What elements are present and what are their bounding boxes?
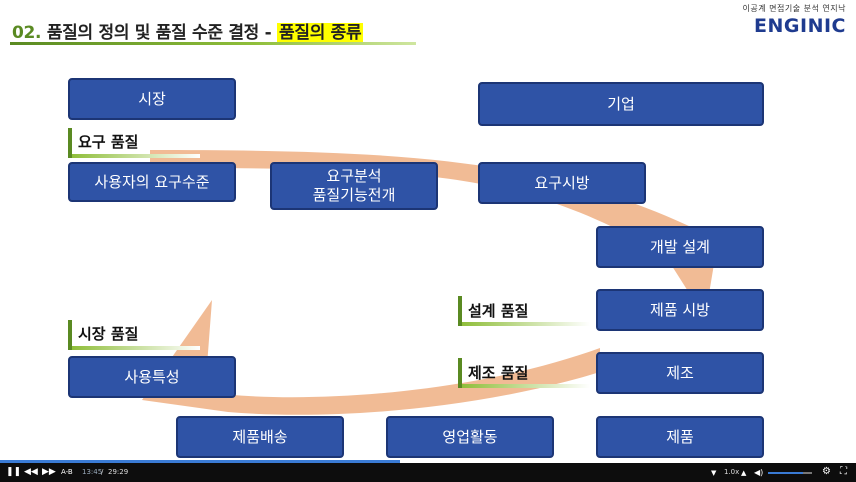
label-required-quality: 요구 품질 <box>78 133 139 151</box>
video-progress-bar[interactable] <box>0 460 400 463</box>
req-analysis-line1: 요구분석 <box>326 167 382 185</box>
logo: 이공계 면접기술 분석 연지낙 ENGINIC <box>743 3 846 37</box>
manufacturing-quality-underline <box>462 384 590 388</box>
speed-down-icon[interactable]: ▼ <box>711 469 717 477</box>
speed-up-icon[interactable]: ▲ <box>741 469 747 477</box>
market-quality-bar <box>68 320 72 350</box>
box-market: 시장 <box>68 78 236 120</box>
fast-forward-icon[interactable]: ▶▶ <box>42 467 56 477</box>
label-manufacturing-quality: 제조 품질 <box>468 364 529 382</box>
box-company: 기업 <box>478 82 764 126</box>
logo-brand: ENGINIC <box>754 15 846 37</box>
slide-title: 02. 품질의 정의 및 품질 수준 결정 - 품질의 종류 <box>12 18 364 43</box>
box-product-delivery: 제품배송 <box>176 416 344 458</box>
time-separator: / <box>101 468 104 476</box>
label-design-quality: 설계 품질 <box>468 302 529 320</box>
box-requirement-spec: 요구시방 <box>478 162 646 204</box>
req-analysis-line2: 품질기능전개 <box>312 186 396 204</box>
playback-speed[interactable]: 1.0x <box>724 468 740 476</box>
box-development-design: 개발 설계 <box>596 226 764 268</box>
logo-tagline: 이공계 면접기술 분석 연지낙 <box>742 4 846 13</box>
box-sales-activity: 영업활동 <box>386 416 554 458</box>
required-quality-bar <box>68 128 72 158</box>
box-product: 제품 <box>596 416 764 458</box>
ab-repeat-button[interactable]: A-B <box>61 468 73 476</box>
manufacturing-quality-bar <box>458 358 462 388</box>
required-quality-underline <box>72 154 200 158</box>
volume-icon[interactable]: ◀) <box>754 468 764 477</box>
volume-slider[interactable] <box>768 472 812 474</box>
current-time: 13:45 <box>82 468 103 476</box>
slide-area: 02. 품질의 정의 및 품질 수준 결정 - 품질의 종류 이공계 면접기술 … <box>0 3 846 463</box>
market-quality-underline <box>72 346 200 350</box>
pause-icon[interactable]: ❚❚ <box>6 467 22 477</box>
title-underline <box>10 42 416 45</box>
box-requirement-analysis: 요구분석 품질기능전개 <box>270 162 438 210</box>
video-player-controls: ❚❚ ◀◀ ▶▶ A-B 13:45 / 29:29 ▼ 1.0x ▲ ◀) ⚙… <box>0 463 856 482</box>
title-main: 품질의 정의 및 품질 수준 결정 - <box>41 23 278 43</box>
total-time: 29:29 <box>108 468 129 476</box>
rewind-icon[interactable]: ◀◀ <box>24 467 38 477</box>
label-market-quality: 시장 품질 <box>78 325 139 343</box>
fullscreen-icon[interactable]: ⛶ <box>840 466 847 477</box>
title-highlight: 품질의 종류 <box>277 23 364 43</box>
box-usage-characteristics: 사용특성 <box>68 356 236 398</box>
box-user-requirement: 사용자의 요구수준 <box>68 162 236 202</box>
box-manufacture: 제조 <box>596 352 764 394</box>
volume-fill <box>768 472 804 474</box>
settings-gear-icon[interactable]: ⚙ <box>822 466 831 477</box>
title-number: 02. <box>12 23 42 43</box>
box-product-spec: 제품 시방 <box>596 289 764 331</box>
design-quality-underline <box>462 322 590 326</box>
design-quality-bar <box>458 296 462 326</box>
